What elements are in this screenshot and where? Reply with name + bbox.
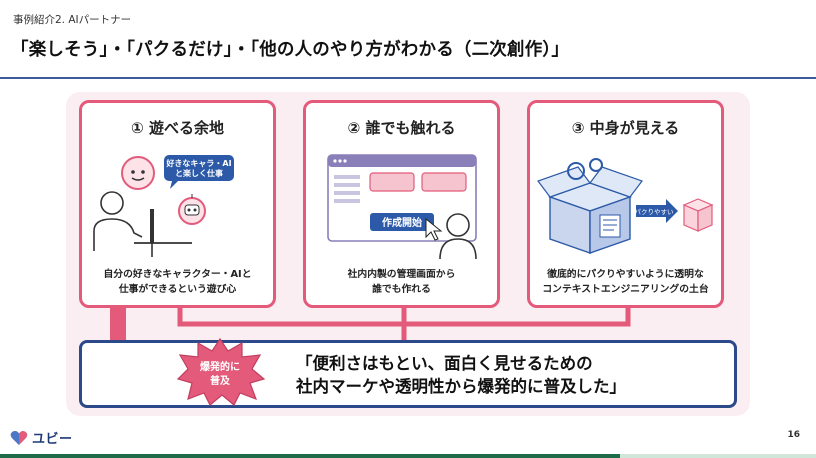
document-icon (599, 214, 621, 238)
person-icon (100, 191, 124, 215)
ubie-logo: ユビー (10, 428, 73, 447)
page-title: 「楽しそう」・「パクるだけ」・「他の人のやり方がわかる（二次創作）」 (11, 40, 570, 60)
bubble-text-1: 好きなキャラ・AI (165, 158, 231, 168)
card-caption: 自分の好きなキャラクター・AIと 仕事ができるという遊び心 (88, 267, 267, 297)
bubble-text-2: と楽しく仕事 (175, 168, 223, 178)
logo-text: ユビー (32, 432, 73, 447)
user-icon (446, 213, 470, 237)
caption-line-2: 仕事ができるという遊び心 (118, 284, 237, 295)
quote-line-1: 「便利さはもとい、面白く見せるための (296, 354, 593, 373)
admin-screen-illustration: 作成開始 (327, 154, 477, 260)
card-play-room: ① 遊べる余地 好きなキャラ・AI と楽しく仕事 自分の好きなキャラクター・AI… (79, 100, 276, 308)
summary-quote: 「便利さはもとい、面白く見せるための 社内マーケや透明性から爆発的に普及した」 (296, 352, 626, 398)
speech-bubble (164, 155, 234, 181)
caption-line-1: 社内内製の管理画面から (347, 269, 456, 280)
cursor-icon (425, 217, 443, 241)
card-caption: 徹底的にパクりやすいように透明な コンテキストエンジニアリングの土台 (536, 267, 715, 297)
breadcrumb: 事例紹介2. AIパートナー (13, 14, 132, 26)
arrow-label: パクりやすい (635, 208, 674, 216)
footer-bar (0, 454, 816, 458)
card-caption: 社内内製の管理画面から 誰でも作れる (312, 267, 491, 297)
create-button-label: 作成開始 (382, 216, 422, 229)
page-number: 16 (787, 430, 800, 440)
card-see-inside: ③ 中身が見える パクりやすい 徹底的にパクりやすいように透明な コンテキストエ… (527, 100, 724, 308)
infographic-panel: ① 遊べる余地 好きなキャラ・AI と楽しく仕事 自分の好きなキャラクター・AI… (66, 92, 750, 416)
card-title: ① 遊べる余地 (131, 119, 224, 137)
create-button (370, 213, 434, 231)
heart-logo-icon (10, 430, 28, 445)
caption-line-1: 自分の好きなキャラクター・AIと (103, 269, 252, 280)
title-divider (0, 77, 816, 79)
character-icon (121, 156, 155, 190)
caption-line-2: 誰でも作れる (372, 284, 431, 295)
burst-line-1: 爆発的に (200, 360, 240, 373)
quote-line-2: 社内マーケや透明性から爆発的に普及した」 (296, 377, 626, 396)
caption-line-2: コンテキストエンジニアリングの土台 (542, 284, 709, 295)
burst-badge: 爆発的に 普及 (176, 337, 266, 406)
burst-line-2: 普及 (210, 374, 231, 387)
caption-line-1: 徹底的にパクりやすいように透明な (547, 269, 704, 280)
monitor-icon (150, 209, 154, 243)
card-title: ② 誰でも触れる (347, 119, 456, 137)
card-anyone-can-use: ② 誰でも触れる 作成開始 社内内製の管理画面から 誰でも作れる (303, 100, 500, 308)
gear-icon (567, 162, 585, 180)
person-with-ai-illustration: 好きなキャラ・AI と楽しく仕事 (93, 155, 234, 257)
card-title: ③ 中身が見える (571, 119, 680, 137)
open-box-illustration: パクりやすい (537, 158, 714, 254)
arrow-right-icon (636, 199, 678, 223)
